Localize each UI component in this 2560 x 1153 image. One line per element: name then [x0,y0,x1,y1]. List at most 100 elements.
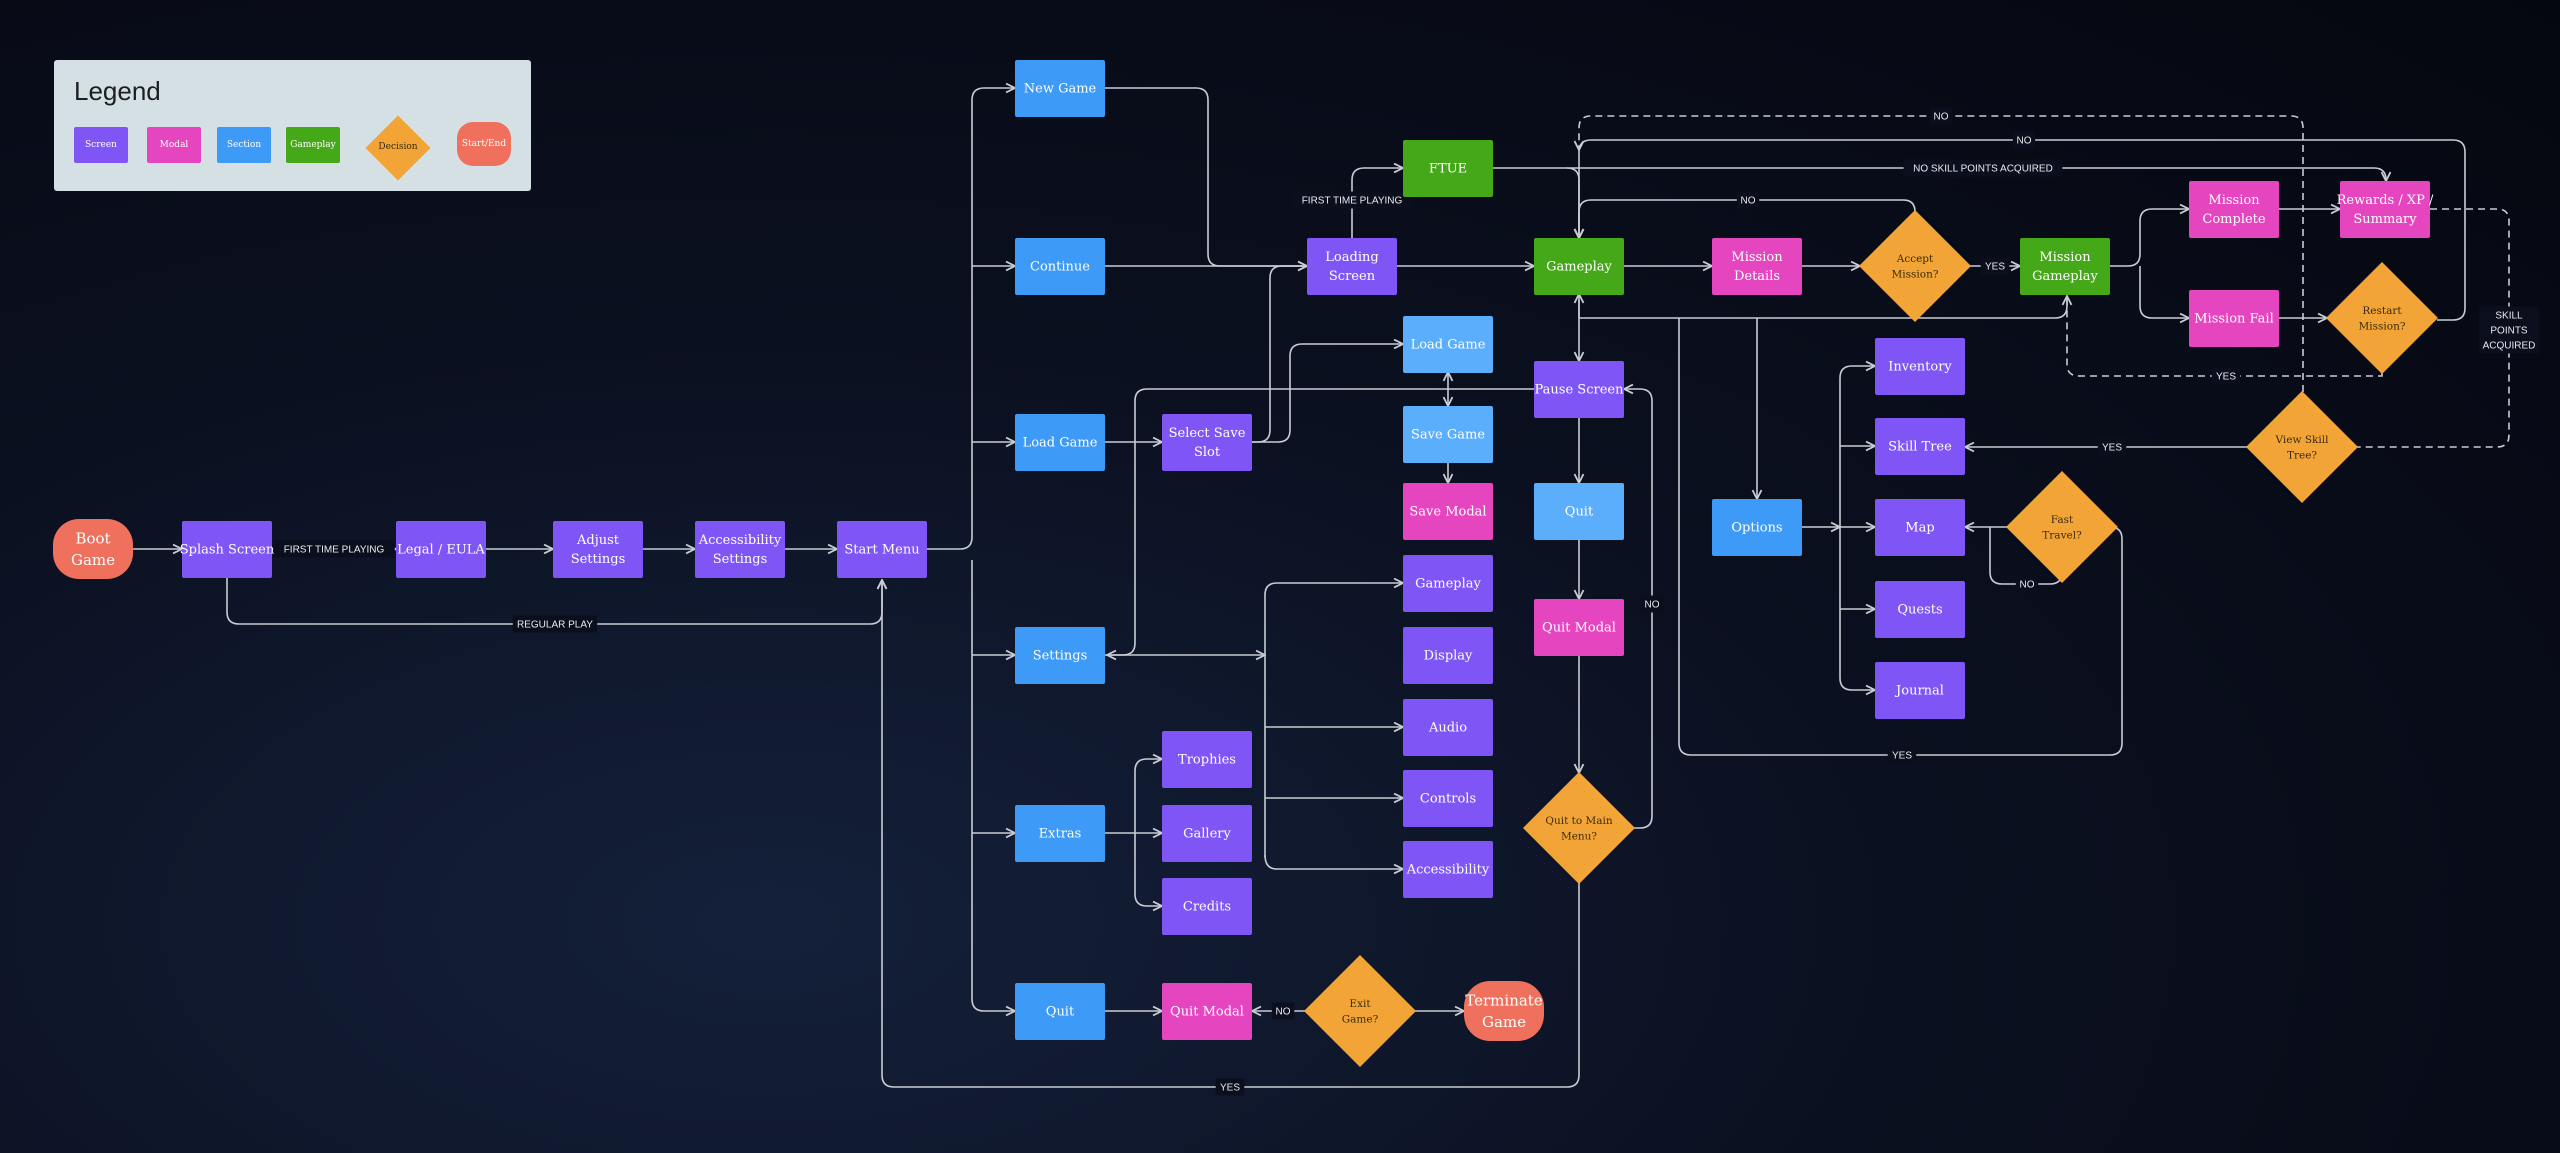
node-box [1534,361,1624,418]
edge-label-bg [1640,595,1664,613]
node-gallery[interactable]: Gallery [1162,805,1252,862]
node-box [2020,238,2110,295]
connector-arrow [1264,854,1403,869]
node-savemodal[interactable]: Save Modal [1403,483,1493,540]
node-box [1403,770,1493,827]
node-box [1534,599,1624,656]
node-continue[interactable]: Continue [1015,238,1105,295]
node-box [2340,181,2430,238]
node-box [837,521,927,578]
connector-arrow [1134,833,1162,906]
node-label: Skill Tree [1888,440,1952,455]
edge-label-quitmain-no: NO [1645,600,1660,611]
edge-label-quit-no: NO [1276,1007,1291,1018]
node-map[interactable]: Map [1875,499,1965,556]
node-label: Quit [1046,1005,1075,1020]
node-set-audio[interactable]: Audio [1403,699,1493,756]
node-options[interactable]: Options [1712,499,1802,556]
edge-label-bg [1929,107,1953,125]
legend-screen: Screen [74,127,128,163]
node-label: Options [1731,521,1782,536]
node-quit[interactable]: Quit [1015,983,1105,1040]
connector-arrow [1493,167,2386,181]
node-missionfail[interactable]: Mission Fail [2189,290,2279,347]
node-set-display[interactable]: Display [1403,627,1493,684]
node-splash[interactable]: Splash Screen [180,521,275,578]
node-label: New Game [1024,82,1097,97]
connector-arrow [1252,344,1403,443]
connector-arrow [1264,583,1403,596]
node-box [1534,483,1624,540]
node-set-gameplay[interactable]: Gameplay [1403,555,1493,612]
node-box [1015,805,1105,862]
node-loadgame2[interactable]: Load Game [1403,316,1493,373]
connector-arrow [971,560,1015,1011]
edge-label-no-skill-points: NO SKILL POINTS ACQUIRED [1913,164,2053,175]
connector-arrow [927,88,1015,550]
node-inventory[interactable]: Inventory [1875,338,1965,395]
node-quests[interactable]: Quests [1875,581,1965,638]
node-newgame[interactable]: New Game [1015,60,1105,117]
legend-modal: Modal [147,127,201,163]
node-ftue[interactable]: FTUE [1403,140,1493,197]
node-pause[interactable]: Pause Screen [1534,361,1624,418]
node-label: Inventory [1888,360,1952,375]
edge-label-bg [1980,257,2010,275]
node-trophies[interactable]: Trophies [1162,731,1252,788]
node-loadgame[interactable]: Load Game [1015,414,1105,471]
start-end-shape [53,519,133,579]
node-set-access[interactable]: Accessibility [1403,841,1493,898]
node-quitmodal[interactable]: Quit Modal [1162,983,1252,1040]
node-savegame[interactable]: Save Game [1403,406,1493,463]
node-settings[interactable]: Settings [1015,627,1105,684]
edge-label-bg [2097,438,2127,456]
node-gameplay[interactable]: Gameplay [1534,238,1624,295]
node-box [1403,699,1493,756]
node-label: Journal [1894,684,1944,699]
node-box [1015,983,1105,1040]
node-quit2[interactable]: Quit [1534,483,1624,540]
node-legal[interactable]: Legal / EULA [396,521,486,578]
node-credits[interactable]: Credits [1162,878,1252,935]
node-journal[interactable]: Journal [1875,662,1965,719]
node-box [1162,983,1252,1040]
node-extras[interactable]: Extras [1015,805,1105,862]
connector-arrow [1105,87,1307,266]
node-skilltree[interactable]: Skill Tree [1875,418,1965,475]
node-box [396,521,486,578]
node-rewards[interactable]: Rewards / XP /Summary [2337,181,2434,238]
node-label: Load Game [1023,436,1098,451]
legend-title: Legend [74,76,161,106]
connector-arrow [2139,266,2189,318]
edge-label-bg [1903,159,2063,177]
node-box [1403,627,1493,684]
decision-diamond [2326,262,2438,374]
node-set-controls[interactable]: Controls [1403,770,1493,827]
node-box [1403,841,1493,898]
node-label: Accessibility [1406,863,1490,878]
node-label: Credits [1183,900,1231,915]
node-quitmodal2[interactable]: Quit Modal [1534,599,1624,656]
edge-label-bg [2015,575,2039,593]
node-box [1875,662,1965,719]
connector-arrow [1579,115,2304,392]
node-box [1015,60,1105,117]
node-startmenu[interactable]: Start Menu [837,521,927,578]
